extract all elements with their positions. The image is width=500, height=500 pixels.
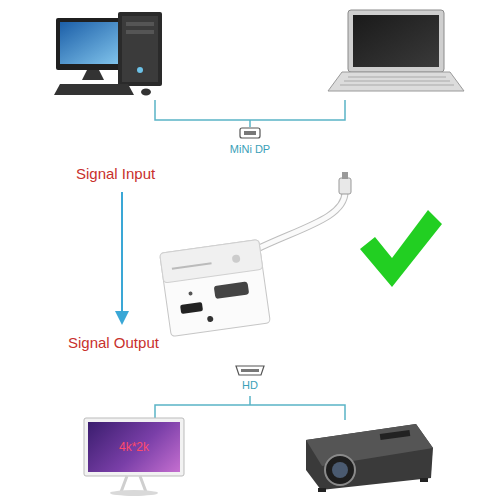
desktop-icon	[54, 12, 162, 96]
minidp-icon	[240, 128, 260, 138]
laptop-icon	[328, 10, 464, 91]
port-label: HD	[242, 379, 258, 392]
bracket-line	[155, 100, 345, 127]
screen-text: 4k*2k	[119, 440, 149, 454]
port-label: MiNi DP	[230, 143, 270, 156]
bracket-line	[155, 396, 345, 420]
signal-arrow	[115, 192, 129, 325]
monitor-screen: 4k*2k	[88, 422, 180, 472]
monitor-icon	[84, 418, 184, 496]
projector-icon	[306, 424, 433, 492]
hdmi-icon	[236, 366, 264, 375]
signal-label: Signal Output	[68, 334, 159, 351]
signal-label: Signal Input	[76, 165, 155, 182]
adapter-picture	[160, 172, 351, 337]
check-mark	[360, 210, 442, 287]
